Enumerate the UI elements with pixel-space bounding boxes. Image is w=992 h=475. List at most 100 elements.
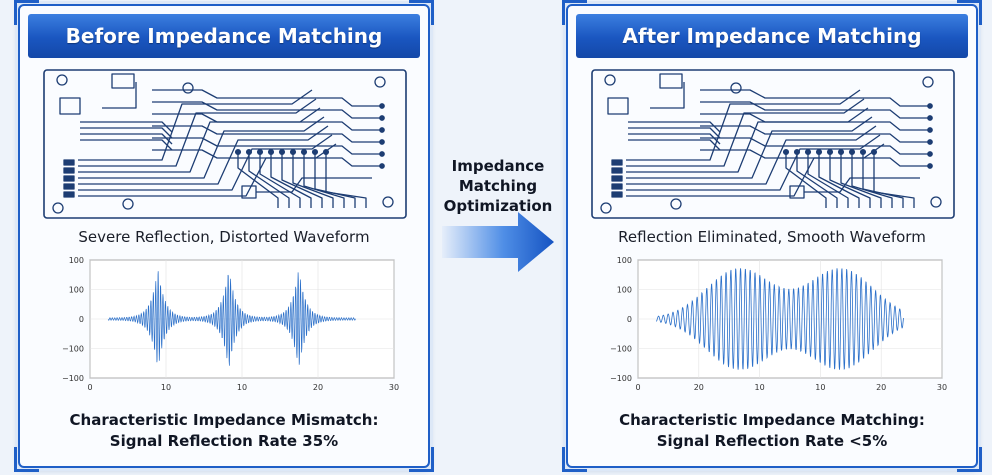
after-footer-line1: Characteristic Impedance Matching: <box>619 411 925 429</box>
pcb-via <box>837 148 845 156</box>
pcb-via <box>234 148 242 156</box>
pcb-trace <box>152 149 382 167</box>
pcb-via <box>379 163 385 169</box>
pcb-via <box>793 148 801 156</box>
pcb-pad <box>611 183 623 190</box>
y-tick-label: 0 <box>79 315 84 324</box>
pcb-pad <box>63 159 75 166</box>
pcb-via <box>927 115 933 121</box>
pcb-via <box>379 115 385 121</box>
pcb-mount-hole <box>930 196 942 208</box>
pcb-trace <box>785 152 827 208</box>
pcb-pad <box>611 159 623 166</box>
pcb-mount-hole <box>56 74 68 86</box>
pcb-mount-hole <box>122 198 134 210</box>
x-tick-label: 10 <box>237 383 247 392</box>
y-tick-label: −100 <box>62 374 84 383</box>
pcb-trace <box>80 133 173 145</box>
after-footer-line2: Signal Reflection Rate <5% <box>656 432 888 450</box>
pcb-trace <box>851 152 893 208</box>
pcb-via <box>927 127 933 133</box>
right-arrow-icon <box>442 212 554 272</box>
x-tick-label: 10 <box>161 383 171 392</box>
pcb-mount-hole <box>670 198 682 210</box>
pcb-trace <box>700 149 930 167</box>
pcb-trace <box>650 82 685 109</box>
pcb-trace <box>626 134 881 191</box>
corner-decoration <box>14 0 39 25</box>
pcb-trace <box>256 177 372 193</box>
x-tick-label: 0 <box>635 383 640 392</box>
pcb-trace <box>248 152 290 208</box>
pcb-via <box>256 148 264 156</box>
pcb-pad <box>611 167 623 174</box>
arrow-label-line3: Optimization <box>443 197 553 215</box>
y-tick-label: 100 <box>617 256 632 265</box>
pcb-trace <box>152 125 382 143</box>
pcb-chip <box>59 97 81 115</box>
x-tick-label: 10 <box>755 383 765 392</box>
pcb-chip <box>607 97 629 115</box>
pcb-trace <box>237 152 279 208</box>
pcb-trace <box>78 107 321 173</box>
before-panel: Before Impedance Matching Severe Reflect… <box>14 0 434 472</box>
before-wave-caption: Severe Reflection, Distorted Waveform <box>78 228 370 246</box>
waveform-series <box>655 268 904 370</box>
x-tick-label: 20 <box>313 383 323 392</box>
pcb-via <box>289 148 297 156</box>
corner-decoration <box>409 447 434 472</box>
pcb-trace <box>152 89 382 107</box>
pcb-trace <box>628 133 721 145</box>
pcb-mount-hole <box>730 82 742 94</box>
y-tick-label: −100 <box>62 345 84 354</box>
pcb-trace <box>292 152 334 208</box>
pcb-via <box>300 148 308 156</box>
pcb-via <box>859 148 867 156</box>
pcb-via <box>379 127 385 133</box>
corner-decoration <box>957 0 982 25</box>
pcb-via <box>804 148 812 156</box>
pcb-diagram-before <box>43 69 407 219</box>
optimization-arrow: Impedance Matching Optimization <box>438 154 558 274</box>
pcb-traces <box>43 69 407 219</box>
y-tick-label: 100 <box>69 286 84 295</box>
corner-decoration <box>14 447 39 472</box>
pcb-trace <box>626 116 873 179</box>
corner-decoration <box>562 0 587 25</box>
pcb-mount-hole <box>382 196 394 208</box>
pcb-trace <box>700 137 930 155</box>
pcb-via <box>267 148 275 156</box>
after-footer: Characteristic Impedance Matching: Signa… <box>568 410 976 452</box>
y-tick-label: 100 <box>617 286 632 295</box>
pcb-trace <box>626 107 869 173</box>
pcb-trace <box>807 152 849 208</box>
pcb-trace <box>700 113 930 131</box>
pcb-trace <box>152 101 382 119</box>
pcb-pad <box>63 183 75 190</box>
corner-decoration <box>409 0 434 25</box>
x-tick-label: 0 <box>87 383 92 392</box>
pcb-via <box>379 151 385 157</box>
pcb-trace <box>152 113 382 131</box>
pcb-trace <box>325 152 367 208</box>
pcb-trace <box>78 98 317 167</box>
pcb-pad <box>63 191 75 198</box>
arrow-label: Impedance Matching Optimization <box>438 156 558 216</box>
before-footer-line2: Signal Reflection Rate 35% <box>109 432 339 450</box>
pcb-via <box>927 139 933 145</box>
x-tick-label: 10 <box>815 383 825 392</box>
pcb-trace <box>80 139 173 151</box>
pcb-trace <box>270 152 312 208</box>
pcb-via <box>379 103 385 109</box>
pcb-via <box>927 151 933 157</box>
y-tick-label: 100 <box>69 256 84 265</box>
after-wave-caption: Reflection Eliminated, Smooth Waveform <box>618 228 926 246</box>
pcb-via <box>311 148 319 156</box>
arrow-label-line2: Matching <box>458 177 538 195</box>
pcb-via <box>826 148 834 156</box>
pcb-via <box>927 163 933 169</box>
y-tick-label: −100 <box>610 345 632 354</box>
x-tick-label: 30 <box>389 383 399 392</box>
after-title: After Impedance Matching <box>576 14 968 58</box>
